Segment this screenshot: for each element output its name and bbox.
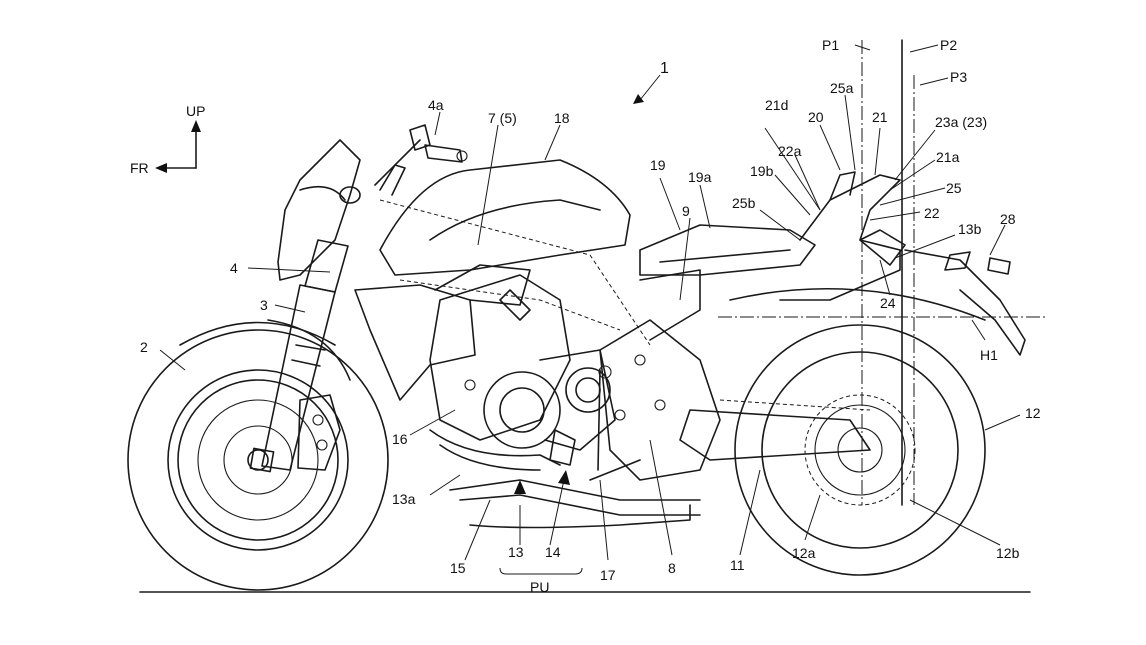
fuel-tank xyxy=(379,159,631,276)
label-25a: 25a xyxy=(830,80,854,96)
label-7-5: 7 (5) xyxy=(488,110,517,126)
label-14: 14 xyxy=(545,544,561,560)
label-24: 24 xyxy=(880,295,896,311)
label-9: 9 xyxy=(682,203,690,219)
shift-rod xyxy=(597,369,601,471)
label-3: 3 xyxy=(260,297,268,313)
label-13a: 13a xyxy=(392,491,416,507)
pivot-frame xyxy=(599,319,721,481)
label-21: 21 xyxy=(872,109,888,125)
label-13: 13 xyxy=(508,544,524,560)
up-label: UP xyxy=(186,103,205,119)
label-15: 15 xyxy=(450,560,466,576)
label-19b: 19b xyxy=(750,163,774,179)
label-2: 2 xyxy=(140,339,148,355)
p2-label: P2 xyxy=(940,37,957,53)
label-22a: 22a xyxy=(778,143,802,159)
label-19: 19 xyxy=(650,157,666,173)
label-12a: 12a xyxy=(792,545,816,561)
figure-ref-label: 1 xyxy=(660,60,669,77)
label-12b: 12b xyxy=(996,545,1020,561)
label-17: 17 xyxy=(600,567,616,583)
p1-label: P1 xyxy=(822,37,839,53)
direction-indicator xyxy=(155,120,201,173)
label-23a-23: 23a (23) xyxy=(935,114,987,130)
handlebar xyxy=(374,124,468,196)
label-4a: 4a xyxy=(428,97,444,113)
side-panel xyxy=(639,269,701,341)
label-8: 8 xyxy=(668,560,676,576)
label-16: 16 xyxy=(392,431,408,447)
rear-fender xyxy=(904,249,1026,356)
label-21d: 21d xyxy=(765,97,788,113)
headlight-cowl xyxy=(277,139,361,281)
front-label: FR xyxy=(130,160,149,176)
label-19a: 19a xyxy=(688,169,712,185)
label-18: 18 xyxy=(554,110,570,126)
rear-wheel xyxy=(729,287,986,576)
brake-caliper xyxy=(297,394,341,471)
label-13b: 13b xyxy=(958,221,982,237)
engine xyxy=(429,274,616,451)
pu-label: PU xyxy=(530,579,549,595)
label-25b: 25b xyxy=(732,195,756,211)
p3-label: P3 xyxy=(950,69,967,85)
frame-main-tube xyxy=(379,199,651,346)
label-4: 4 xyxy=(230,260,238,276)
seat xyxy=(639,224,816,276)
seat-cowl xyxy=(779,174,901,301)
label-21a: 21a xyxy=(936,149,960,165)
front-wheel xyxy=(127,319,389,591)
radiator-shroud xyxy=(354,284,476,401)
label-11: 11 xyxy=(730,557,745,573)
exhaust-pipe xyxy=(429,429,561,466)
h1-label: H1 xyxy=(980,347,998,363)
label-28: 28 xyxy=(1000,211,1016,227)
label-12: 12 xyxy=(1025,405,1041,421)
label-25: 25 xyxy=(946,180,962,196)
leader-lines xyxy=(159,44,1021,575)
label-20: 20 xyxy=(808,109,824,125)
swingarm xyxy=(679,409,871,461)
label-22: 22 xyxy=(924,205,940,221)
